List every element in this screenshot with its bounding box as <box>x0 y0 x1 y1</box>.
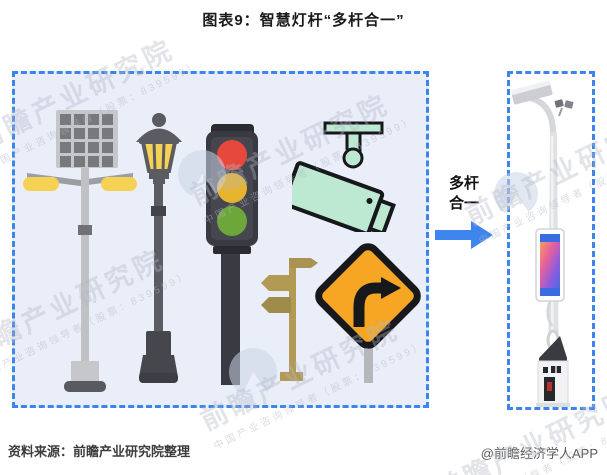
direction-signpost-icon <box>261 258 318 381</box>
separate-poles-panel <box>12 71 429 408</box>
right-arrow-icon <box>435 221 493 249</box>
transition-label-line1: 多杆 <box>448 175 479 192</box>
transition-block: 多杆 合一 <box>433 174 495 250</box>
source-note: 资料来源：前瞻产业研究院整理 <box>8 444 191 459</box>
credit-note: @前瞻经济学人APP <box>480 446 598 461</box>
cctv-camera-icon <box>292 121 396 232</box>
classic-lamp-post-icon <box>136 113 182 383</box>
solar-street-light-icon <box>23 110 137 392</box>
smart-multi-function-pole <box>510 80 574 407</box>
smart-pole-panel <box>507 71 595 410</box>
traffic-light-icon <box>206 124 258 385</box>
page-title: 图表9：智慧灯杆“多杆合一” <box>202 12 405 29</box>
transition-label-line2: 合一 <box>448 195 479 212</box>
turn-right-warning-sign-icon <box>315 243 421 383</box>
watermark-subtext: 中国产业咨询领导者（股票：839599） <box>447 410 607 475</box>
